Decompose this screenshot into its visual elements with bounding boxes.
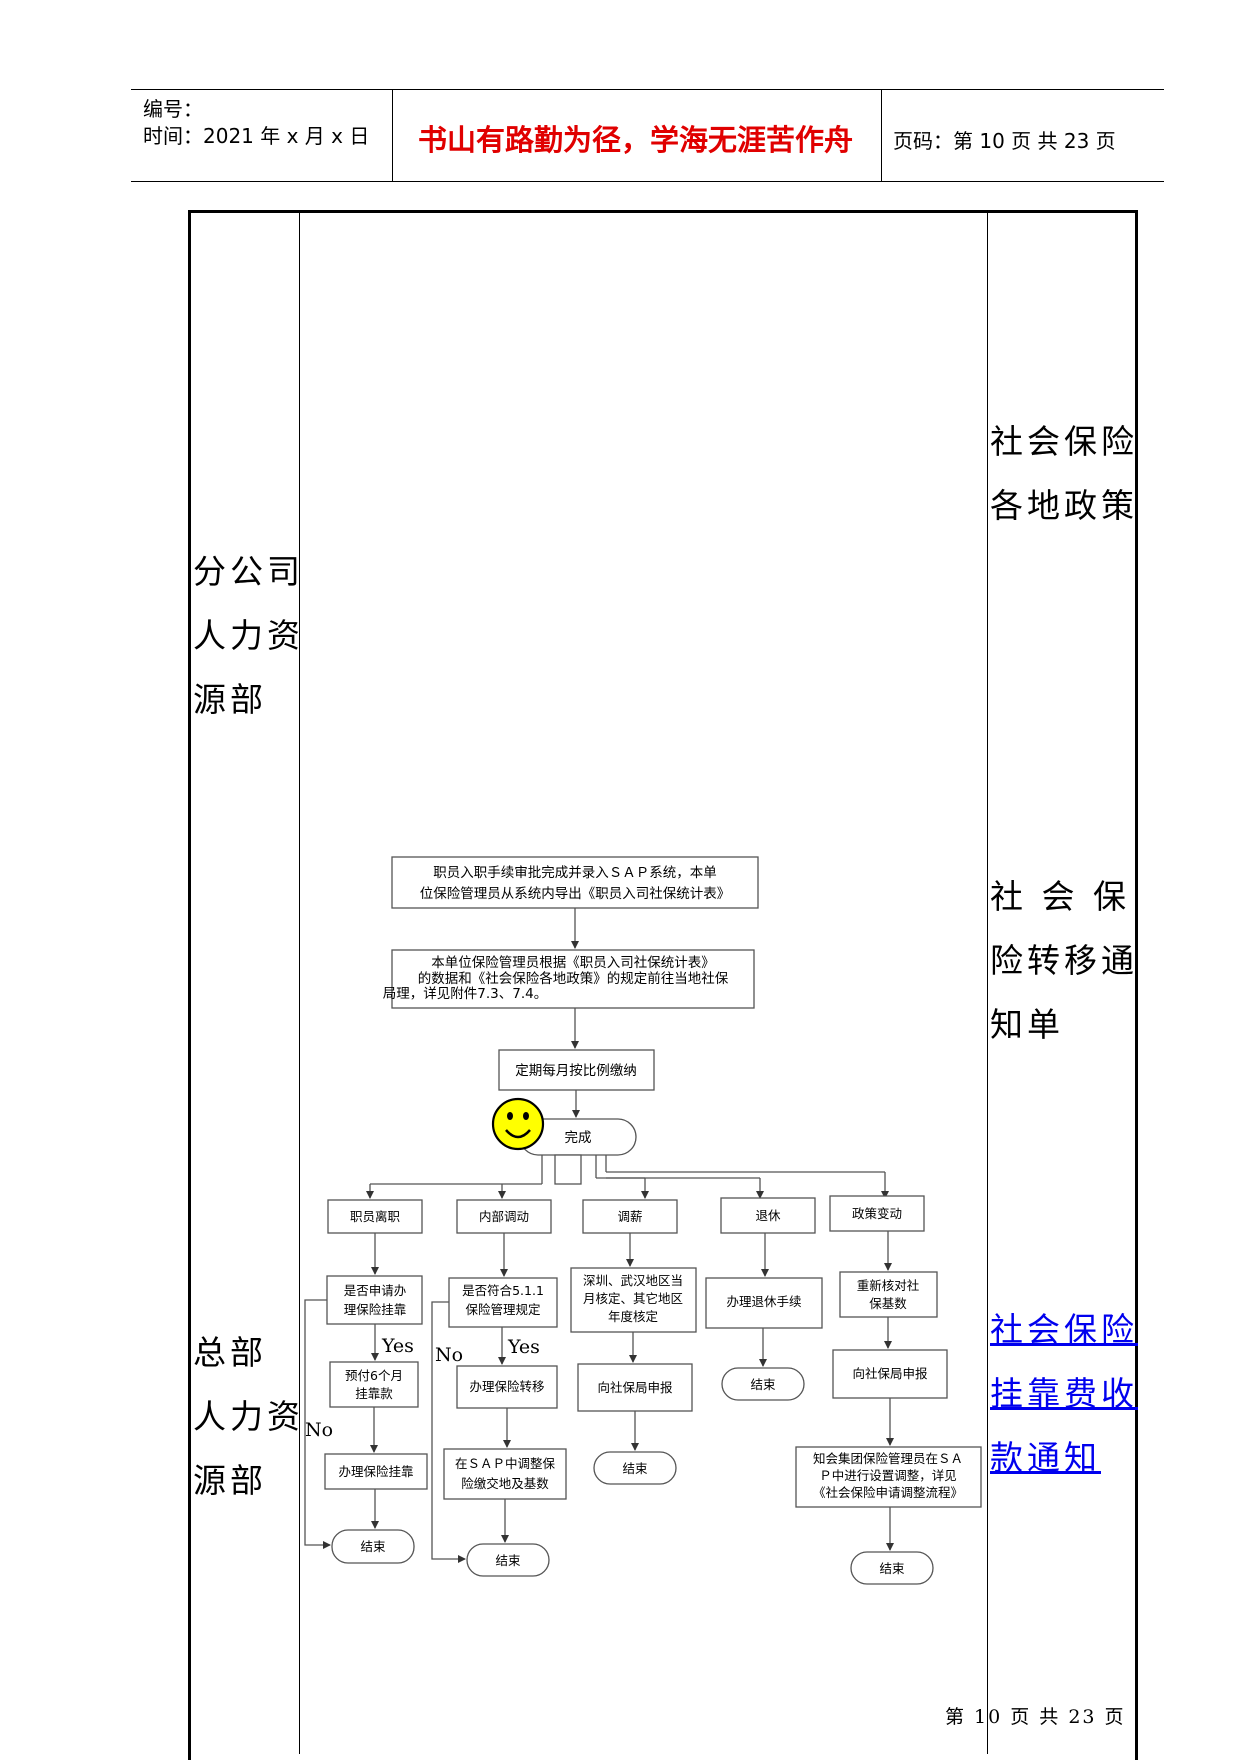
branch-resign-title: 职员离职 xyxy=(350,1209,400,1224)
time-label: 时间：2021 年 x 月 x 日 xyxy=(143,124,370,148)
svg-text:月核定、其它地区: 月核定、其它地区 xyxy=(583,1291,683,1306)
svg-text:结束: 结束 xyxy=(622,1461,648,1476)
smiley-icon xyxy=(491,1097,545,1151)
branch-retire-title: 退休 xyxy=(755,1208,781,1223)
transfer-end xyxy=(466,1543,550,1577)
svg-text:办理保险转移: 办理保险转移 xyxy=(469,1379,544,1394)
svg-text:挂靠款: 挂靠款 xyxy=(355,1386,393,1401)
done-terminal-text: 完成 xyxy=(565,1130,592,1146)
policy-notify-group xyxy=(795,1446,982,1508)
policy-recheck xyxy=(839,1271,938,1318)
header-top-rule xyxy=(131,89,1164,90)
svg-text:结束: 结束 xyxy=(750,1377,776,1392)
svg-text:向社保局申报: 向社保局申报 xyxy=(852,1366,928,1381)
retire-end xyxy=(721,1367,805,1401)
column-divider-left xyxy=(299,210,300,1754)
svg-text:《社会保险申请调整流程》: 《社会保险申请调整流程》 xyxy=(813,1485,963,1500)
step-register-text-3: 局理，详见附件7.3、7.4。 xyxy=(383,986,547,1002)
fee-notice-link[interactable]: 社会保险 挂靠费收 款通知 xyxy=(990,1310,1138,1477)
hq-hr-label: 总部 人力资 源部 xyxy=(193,1333,304,1500)
step-monthly-payment-text: 定期每月按比例缴纳 xyxy=(515,1063,637,1079)
motto: 书山有路勤为径，学海无涯苦作舟 xyxy=(418,123,854,157)
salary-end xyxy=(593,1451,677,1485)
serial-label: 编号： xyxy=(143,97,203,121)
step-export-stats-text: 职员入职手续审批完成并录入ＳＡＰ系统，本单 xyxy=(433,865,717,881)
branch-policy-change xyxy=(829,1195,925,1232)
resign-no: No xyxy=(305,1419,333,1441)
svg-text:年度核定: 年度核定 xyxy=(608,1309,658,1324)
svg-text:是否申请办: 是否申请办 xyxy=(344,1283,407,1298)
svg-text:在ＳＡＰ中调整保: 在ＳＡＰ中调整保 xyxy=(455,1456,556,1471)
branch-retire xyxy=(720,1197,816,1234)
step-export-stats xyxy=(391,856,759,909)
transfer-notice-label: 社 会 保 险转移通 知单 xyxy=(990,877,1138,1044)
transfer-handle xyxy=(456,1365,558,1409)
svg-text:Ｐ中进行设置调整，详见: Ｐ中进行设置调整，详见 xyxy=(819,1468,957,1483)
svg-text:预付6个月: 预付6个月 xyxy=(345,1368,403,1383)
transfer-question xyxy=(448,1277,558,1328)
step-register-social-security xyxy=(391,949,755,1009)
page-footer: 第 10 页 共 23 页 xyxy=(945,1706,1126,1728)
resign-end xyxy=(331,1529,415,1564)
branch-transfer-title: 内部调动 xyxy=(479,1209,529,1224)
connector-block xyxy=(554,1154,582,1185)
branch-policy-title: 政策变动 xyxy=(852,1206,902,1221)
transfer-no: No xyxy=(435,1344,463,1366)
svg-text:重新核对社: 重新核对社 xyxy=(857,1278,920,1293)
resign-handle xyxy=(324,1453,428,1490)
header-divider-2 xyxy=(881,90,882,182)
svg-text:知会集团保险管理员在ＳＡ: 知会集团保险管理员在ＳＡ xyxy=(813,1451,963,1466)
svg-text:办理退休手续: 办理退休手续 xyxy=(726,1294,801,1309)
step-export-stats-text-2: 位保险管理员从系统内导出《职员入司社保统计表》 xyxy=(420,886,731,902)
header-bottom-rule xyxy=(131,181,1164,182)
retire-handle xyxy=(705,1277,823,1329)
transfer-yes: Yes xyxy=(507,1336,540,1358)
branch-transfer xyxy=(456,1199,552,1234)
svg-text:是否符合5.1.1: 是否符合5.1.1 xyxy=(462,1283,544,1298)
policy-end xyxy=(850,1551,934,1585)
resign-yes: Yes xyxy=(381,1335,414,1357)
svg-text:保险管理规定: 保险管理规定 xyxy=(465,1302,540,1317)
page-label: 页码：第 10 页 共 23 页 xyxy=(893,129,1116,153)
branch-hr-label: 分公司 人力资 源部 xyxy=(193,552,304,719)
svg-text:理保险挂靠: 理保险挂靠 xyxy=(344,1302,407,1317)
step-register-text-2: 的数据和《社会保险各地政策》的规定前往当地社保 xyxy=(418,970,729,987)
svg-text:险缴交地及基数: 险缴交地及基数 xyxy=(461,1476,549,1491)
resign-question xyxy=(326,1275,423,1325)
svg-text:办理保险挂靠: 办理保险挂靠 xyxy=(338,1464,413,1479)
step-monthly-payment xyxy=(498,1049,655,1091)
svg-text:结束: 结束 xyxy=(360,1539,386,1554)
header-divider-1 xyxy=(392,90,393,182)
process-table xyxy=(188,210,1138,1760)
column-divider-right xyxy=(987,210,988,1754)
policy-doc-label: 社会保险 各地政策 xyxy=(990,422,1138,525)
branch-salary-title: 调薪 xyxy=(617,1209,642,1224)
svg-text:向社保局申报: 向社保局申报 xyxy=(597,1380,673,1395)
svg-text:深圳、武汉地区当: 深圳、武汉地区当 xyxy=(583,1273,683,1288)
svg-text:结束: 结束 xyxy=(495,1553,521,1568)
svg-text:保基数: 保基数 xyxy=(869,1296,907,1311)
svg-text:结束: 结束 xyxy=(879,1561,905,1576)
step-register-text-1: 本单位保险管理员根据《职员入司社保统计表》 xyxy=(431,955,715,971)
